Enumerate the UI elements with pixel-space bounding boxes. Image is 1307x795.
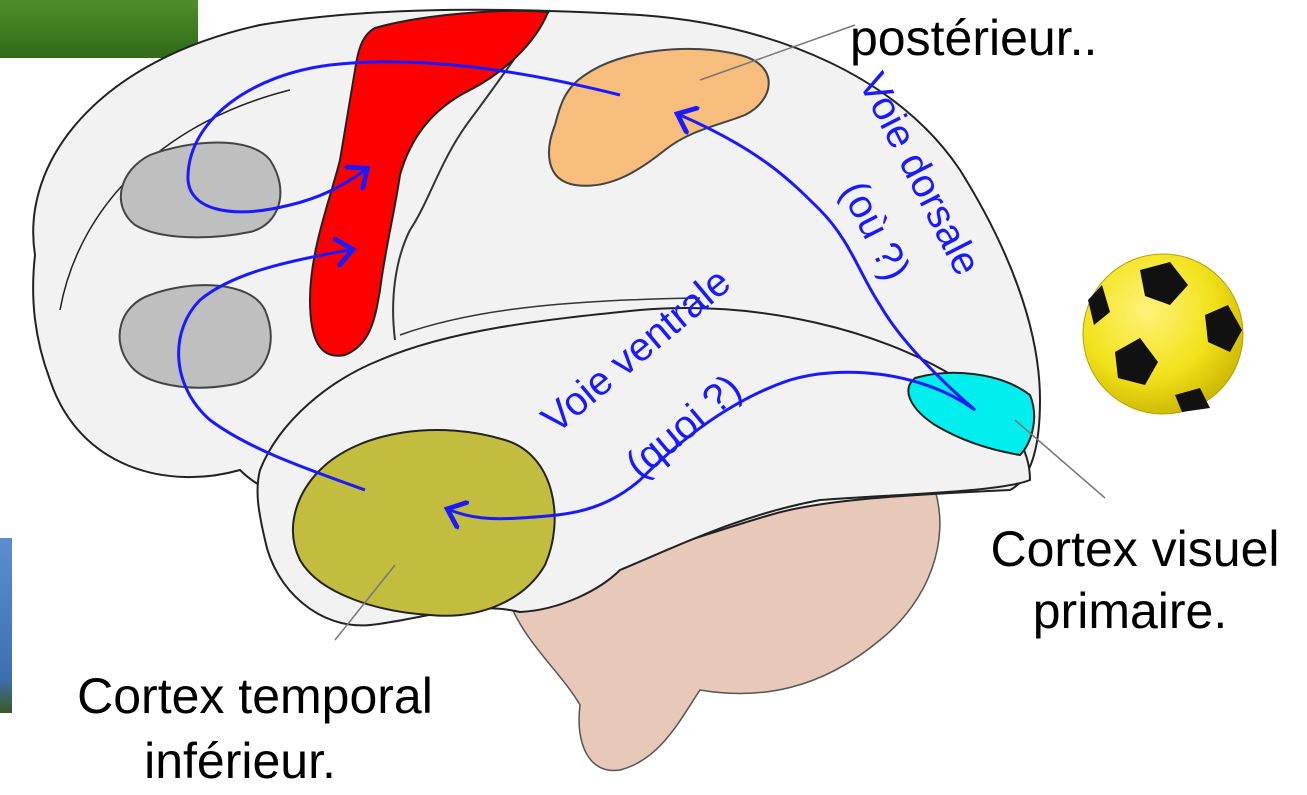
temporal-label-line2: inférieur. [144,733,336,789]
visual-label-line2: primaire. [1033,583,1227,639]
sky-photo [0,538,12,713]
grass-photo [0,0,198,58]
parietal-label: postérieur.. [850,10,1097,66]
soccer-ball-icon [1083,254,1243,414]
frontal-area-lower [120,285,271,387]
visual-label-line1: Cortex visuel [991,521,1280,577]
temporal-label-line1: Cortex temporal [77,668,433,724]
